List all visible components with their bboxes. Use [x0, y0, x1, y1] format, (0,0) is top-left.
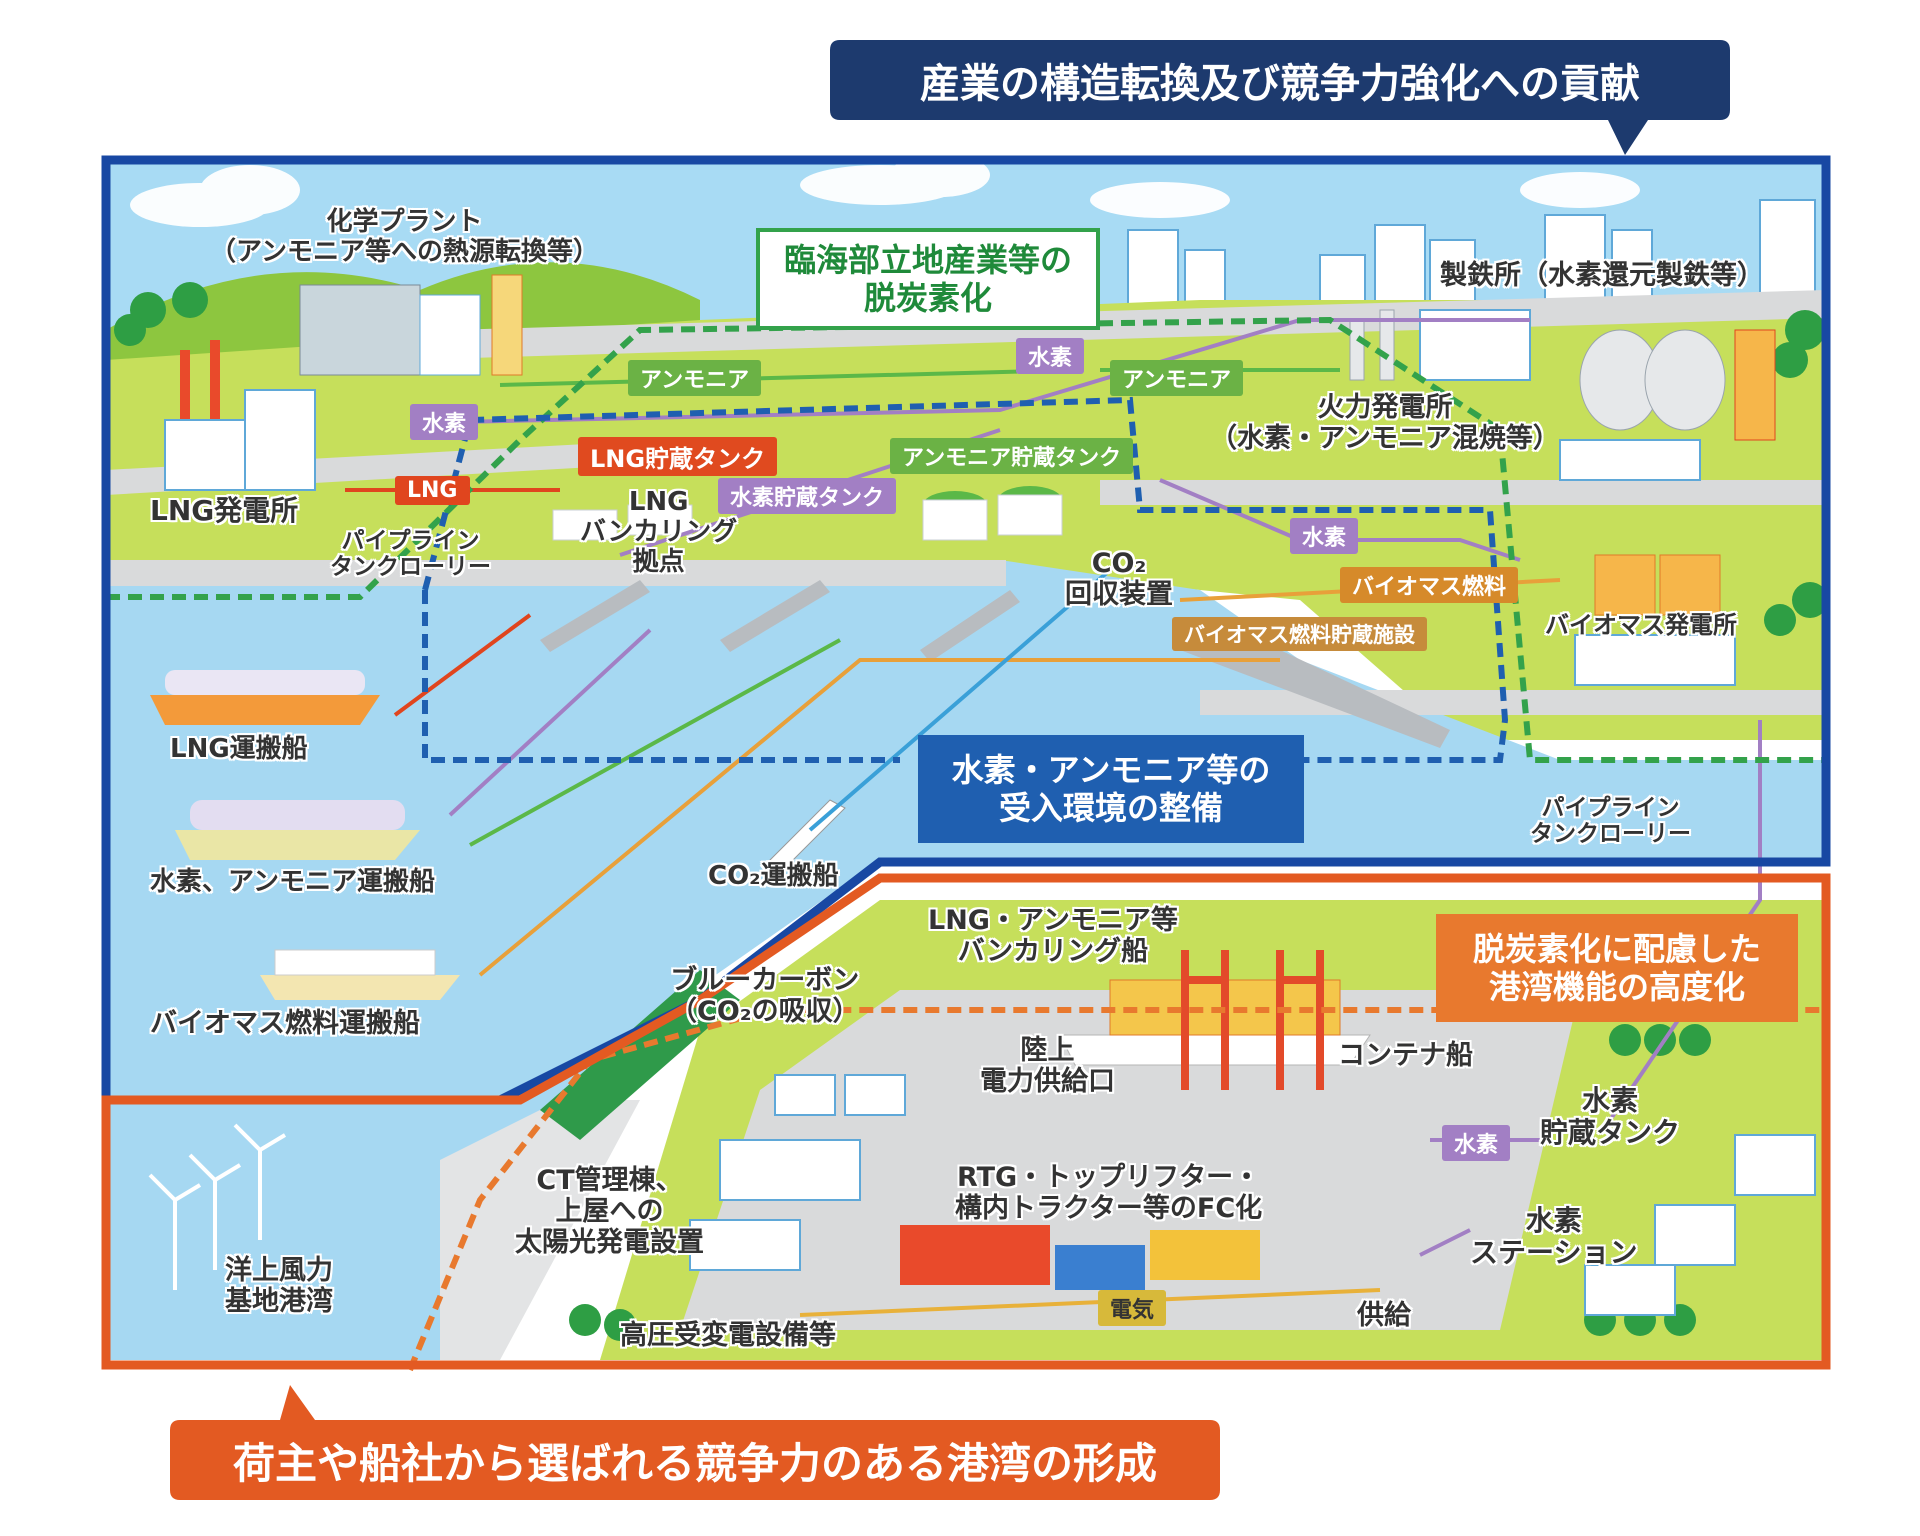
top-header-shape: [830, 40, 1730, 155]
hydrogen-storage-tag: 水素貯蔵タンク: [718, 478, 897, 514]
lng-flow-tag: LNG: [395, 476, 470, 505]
top-header: 産業の構造転換及び競争力強化への貢献: [920, 61, 1640, 107]
thermal-power-label: 火力発電所（水素・アンモニア混焼等）: [1210, 392, 1560, 455]
substation-label: 高圧受変電設備等: [620, 1320, 836, 1351]
container-stacks: [900, 1225, 1260, 1290]
hydrogen-storage-label: 水素貯蔵タンク: [1540, 1084, 1681, 1150]
hydrogen-tag-mid: 水素: [1016, 338, 1085, 374]
container-ship-label: コンテナ船: [1338, 1040, 1473, 1071]
solar-buildings: [689, 1074, 1816, 1316]
blue-carbon-label: ブルーカーボン（CO₂の吸収）: [670, 965, 860, 1028]
hydrogen-tag-left: 水素: [410, 404, 479, 440]
biomass-fuel-tag: バイオマス燃料: [1340, 567, 1519, 603]
receiving-environment-box: 水素・アンモニア等の 受入環境の整備: [918, 735, 1304, 843]
decarbonization-line2: 脱炭素化: [863, 279, 992, 317]
clouds: [130, 153, 1640, 227]
hydrogen-station-label: 水素ステーション: [1470, 1204, 1638, 1270]
bottom-header-shape: [170, 1385, 1220, 1500]
bunkering-ship-label: LNG・アンモニア等バンカリング船: [928, 905, 1178, 968]
hydrogen-carrier-label: 水素、アンモニア運搬船: [150, 867, 435, 897]
electricity-line: [799, 1288, 1381, 1317]
decarbonization-zone-dashed: [106, 316, 1826, 763]
ct-solar-label: CT管理棟、上屋への太陽光発電設置: [515, 1165, 704, 1259]
steel-mill: [1579, 329, 1776, 441]
wind-quay: [440, 1100, 640, 1360]
lng-power-label: LNG発電所: [150, 494, 299, 527]
electricity-tag: 電気: [1098, 1290, 1167, 1326]
supply-label: 供給: [1357, 1300, 1411, 1331]
steel-mill-label: 製鉄所（水素還元製鉄等）: [1440, 260, 1764, 291]
lng-storage-tag: LNG貯蔵タンク: [578, 437, 778, 476]
biomass-storage-tag: バイオマス燃料貯蔵施設: [1172, 617, 1427, 651]
lng-power-plant: [164, 340, 316, 491]
chemical-plant-label: 化学プラント（アンモニア等への熱源転換等）: [210, 207, 599, 267]
gantry-cranes: [1181, 950, 1324, 1090]
pipeline-left-label: パイプラインタンクローリー: [330, 528, 491, 581]
ammonia-tag-left: アンモニア: [628, 360, 762, 396]
wind-turbines: [148, 1123, 287, 1290]
port-function-box: 脱炭素化に配慮した 港湾機能の高度化: [1436, 914, 1798, 1022]
biomass-power-label: バイオマス発電所: [1545, 611, 1737, 639]
port-function-line1: 脱炭素化に配慮した: [1472, 929, 1761, 968]
receiving-line2: 受入環境の整備: [998, 789, 1223, 827]
decarbonization-line1: 臨海部立地産業等の: [783, 240, 1072, 279]
chemical-plant: [299, 274, 523, 376]
storage-tanks: [552, 486, 1063, 541]
lng-carrier-label: LNG運搬船: [170, 734, 308, 764]
orange-frame: [101, 873, 1831, 1370]
co2-carrier-label: CO₂運搬船: [708, 861, 839, 891]
bottom-header: 荷主や船社から選ばれる競争力のある港湾の形成: [232, 1438, 1157, 1488]
biomass-plant: [1574, 554, 1736, 686]
receiving-zone-dashed: [422, 396, 1509, 763]
ammonia-tag-right: アンモニア: [1110, 360, 1244, 396]
offshore-wind-label: 洋上風力基地港湾: [225, 1255, 333, 1318]
ammonia-storage-tag: アンモニア貯蔵タンク: [890, 438, 1134, 474]
co2-flow-lines: [808, 568, 1112, 832]
port-function-line2: 港湾機能の高度化: [1488, 968, 1745, 1006]
seagrass-field: [540, 970, 740, 1140]
receiving-line1: 水素・アンモニア等の: [951, 750, 1271, 789]
hydrogen-tag-right: 水素: [1290, 518, 1359, 554]
decarbonization-box: 臨海部立地産業等の 脱炭素化: [756, 228, 1100, 330]
biomass-carrier-label: バイオマス燃料運搬船: [150, 1008, 420, 1039]
rtg-fc-label: RTG・トップリフター・構内トラクター等のFC化: [955, 1162, 1263, 1225]
quays: [540, 580, 1450, 748]
shore-power-label: 陸上電力供給口: [980, 1035, 1115, 1098]
pipeline-right-label: パイプラインタンクローリー: [1530, 795, 1691, 848]
hydrogen-tag-bottom: 水素: [1442, 1125, 1511, 1161]
